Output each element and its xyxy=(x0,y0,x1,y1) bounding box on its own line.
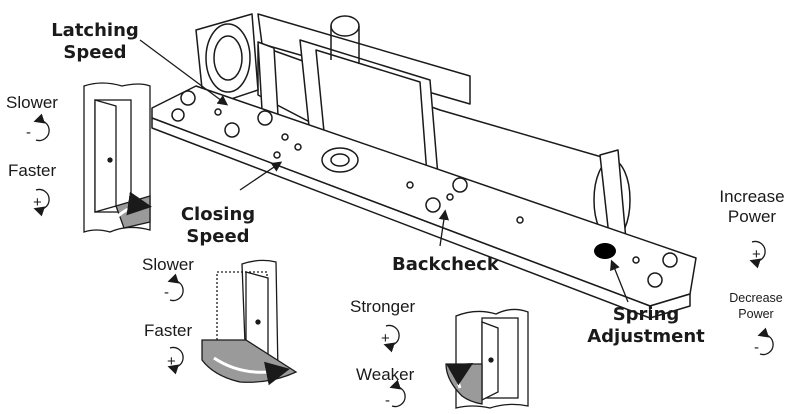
close-faster-label: Faster xyxy=(144,321,193,340)
spring-adjustment-port xyxy=(594,243,616,259)
plus-sign: + xyxy=(167,353,176,370)
rotate-clockwise-icon xyxy=(383,324,400,353)
latch-slower-label: Slower xyxy=(6,93,58,112)
minus-sign: - xyxy=(164,284,169,301)
rotate-counterclockwise-icon xyxy=(389,379,406,408)
spring-adjustment-label: Spring Adjustment xyxy=(587,304,705,347)
plus-sign: + xyxy=(752,246,761,263)
latch-faster-label: Faster xyxy=(8,161,57,180)
closing-speed-label: Closing Speed xyxy=(180,204,256,247)
door-swing-icon xyxy=(201,259,298,386)
rotate-counterclockwise-icon xyxy=(167,273,184,302)
plus-sign: + xyxy=(33,194,42,211)
close-slower-label: Slower xyxy=(142,255,194,274)
rotate-clockwise-icon xyxy=(33,188,50,217)
door-swing-icon xyxy=(445,308,529,409)
backcheck-label: Backcheck xyxy=(392,254,499,275)
leader-lines xyxy=(139,39,629,303)
minus-sign: - xyxy=(754,339,759,356)
rotate-clockwise-icon xyxy=(167,346,184,375)
minus-sign: - xyxy=(385,392,390,409)
weaker-label: Weaker xyxy=(356,365,415,384)
rotate-counterclockwise-icon xyxy=(33,113,50,142)
stronger-label: Stronger xyxy=(350,297,416,316)
door-swing-icon xyxy=(83,82,152,233)
decrease-power-label: Decrease Power xyxy=(729,291,783,321)
minus-sign: - xyxy=(26,124,31,141)
rotate-clockwise-icon xyxy=(749,240,766,269)
plus-sign: + xyxy=(381,330,390,347)
increase-power-label: Increase Power xyxy=(719,187,785,226)
rotate-counterclockwise-icon xyxy=(757,327,774,356)
latching-speed-label: Latching Speed xyxy=(51,20,139,63)
